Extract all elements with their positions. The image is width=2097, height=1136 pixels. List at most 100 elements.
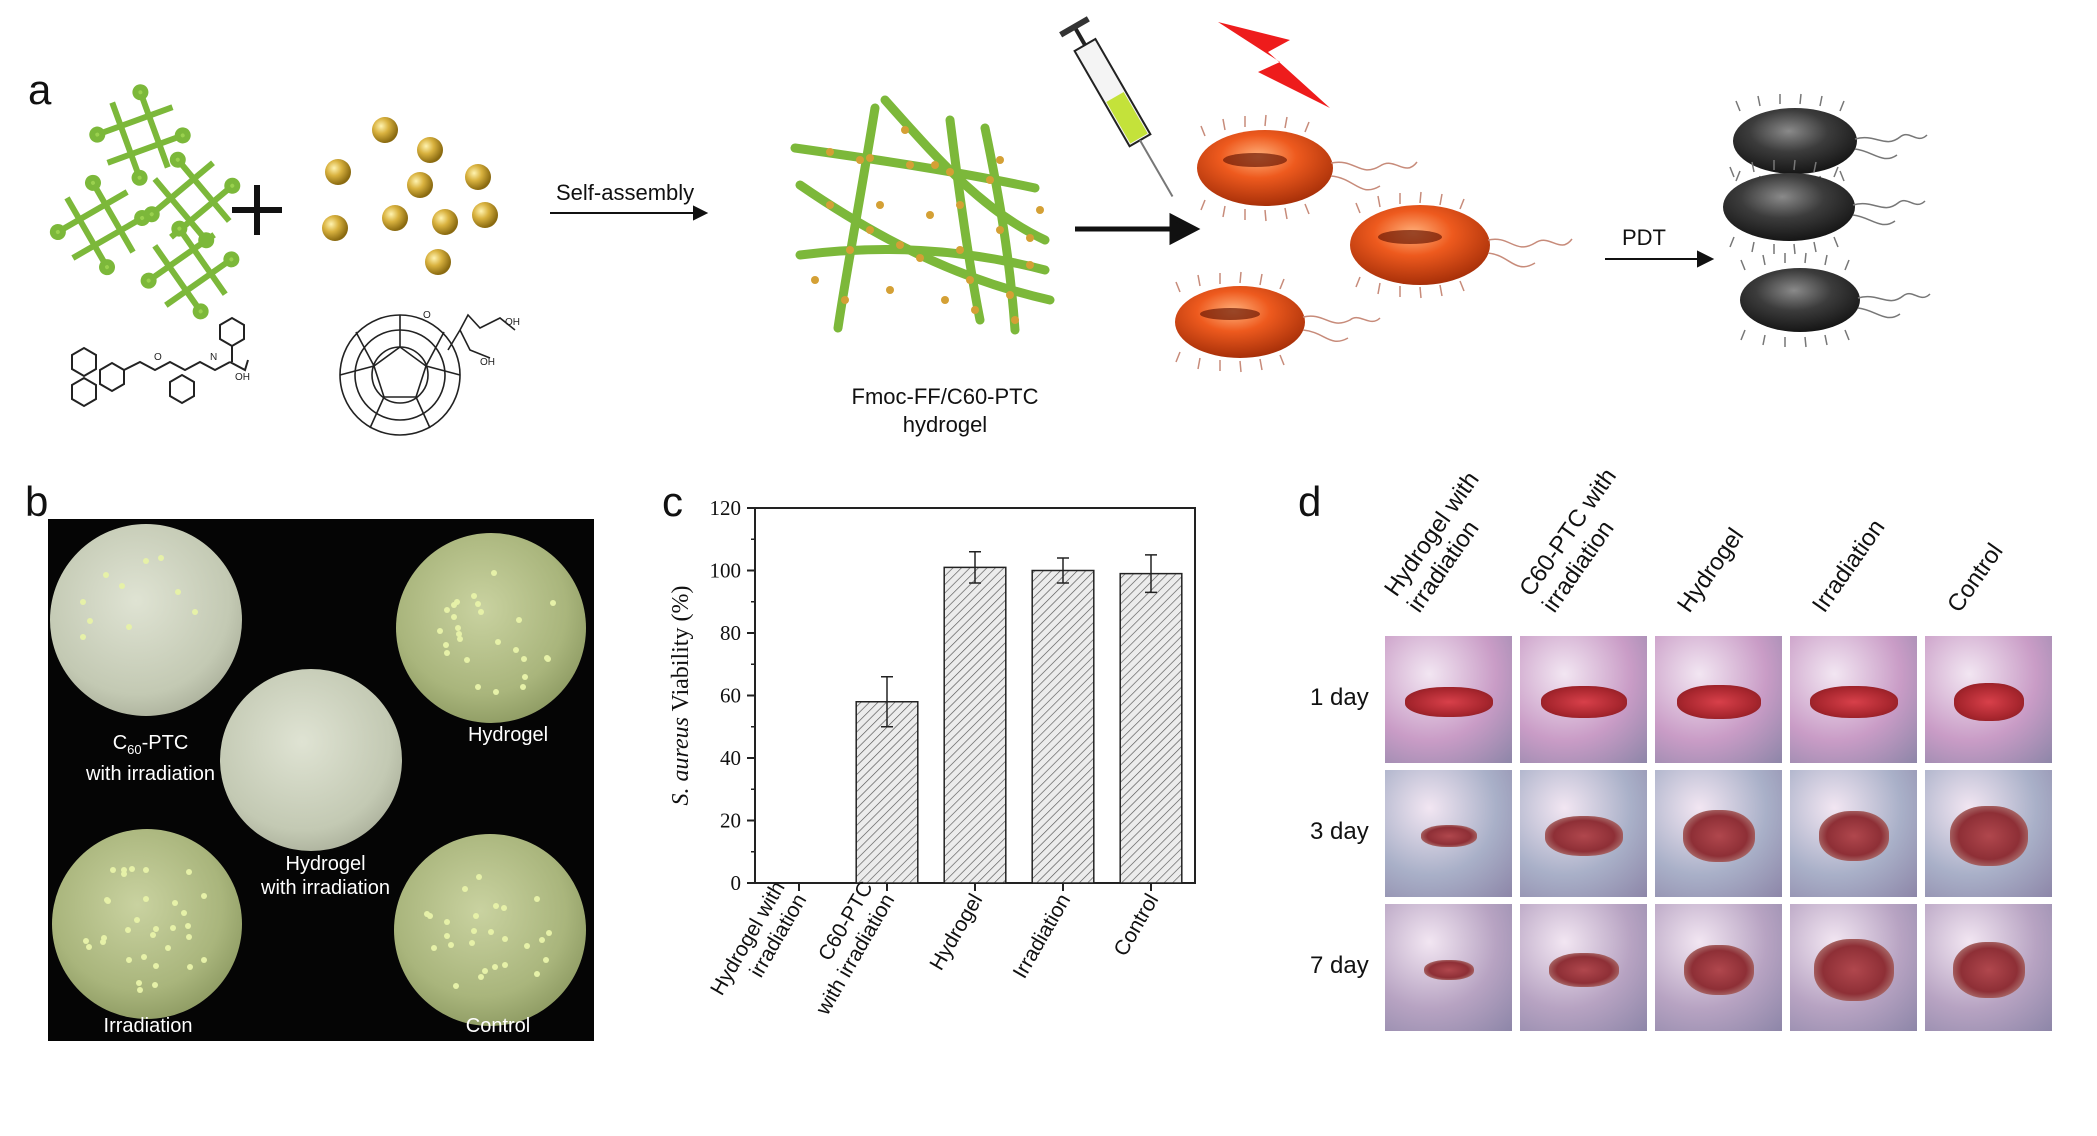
dish-label-control: Control	[448, 1014, 548, 1038]
svg-text:O: O	[154, 352, 162, 363]
colony-dot	[103, 572, 109, 578]
wound-photo	[1790, 636, 1917, 763]
wound-area	[1810, 686, 1898, 718]
dish-c60-ptc	[50, 524, 242, 716]
colony-dot	[104, 897, 110, 903]
wound-photo	[1385, 904, 1512, 1031]
wound-area	[1683, 810, 1755, 862]
dish-label-hydrogel: Hydrogel	[448, 723, 568, 747]
row-label: 1 day	[1310, 684, 1369, 712]
colony-dot	[476, 874, 482, 880]
y-tick-label: 60	[720, 684, 741, 708]
hydrogel-irradiation-line2: with irradiation	[243, 876, 408, 900]
syringe-icon	[1059, 16, 1186, 204]
wound-photo	[1925, 904, 2052, 1031]
colony-dot	[80, 634, 86, 640]
hydrogel-caption-line1: Fmoc-FF/C60-PTC	[825, 383, 1065, 411]
wound-photo	[1790, 904, 1917, 1031]
fmoc-ff-structure: OH O N	[72, 318, 250, 406]
wound-photo	[1385, 770, 1512, 897]
hydrogel-caption: Fmoc-FF/C60-PTC hydrogel	[825, 383, 1065, 439]
svg-text:OH: OH	[505, 317, 520, 328]
x-tick-label: Hydrogel withirradiation	[706, 878, 811, 1012]
column-label-line: Irradiation	[1807, 515, 1891, 618]
colony-dot	[444, 919, 450, 925]
colony-dot	[141, 954, 147, 960]
c60-ptc-sub: 60	[127, 742, 141, 757]
colony-dot	[493, 903, 499, 909]
column-label: Hydrogel	[1672, 523, 1750, 618]
colony-dot	[451, 614, 457, 620]
pdt-arrow	[1605, 252, 1712, 266]
wound-photo	[1925, 636, 2052, 763]
x-tick-label-line: Irradiation	[1009, 890, 1076, 982]
pdt-label: PDT	[1622, 225, 1666, 251]
fmoc-ff-molecules	[39, 77, 256, 332]
y-tick-label: 80	[720, 621, 741, 645]
colony-dot	[454, 599, 460, 605]
dish-label-hydrogel-irradiation: Hydrogel with irradiation	[243, 852, 408, 900]
colony-dot	[478, 974, 484, 980]
plus-icon	[232, 185, 282, 235]
wound-photo	[1520, 636, 1647, 763]
colony-dot	[143, 867, 149, 873]
wound-area	[1953, 942, 2025, 998]
colony-dot	[456, 631, 462, 637]
light-bolt-icon	[1218, 22, 1330, 108]
colony-dot	[192, 609, 198, 615]
row-label: 3 day	[1310, 818, 1369, 846]
wound-area	[1954, 683, 2024, 721]
colony-dot	[492, 964, 498, 970]
dead-bacteria	[1723, 94, 1930, 347]
wound-photo	[1655, 770, 1782, 897]
colony-dot	[153, 926, 159, 932]
colony-dot	[172, 900, 178, 906]
wound-area	[1950, 806, 2028, 866]
colony-dot	[80, 599, 86, 605]
x-tick-label: Hydrogel	[925, 890, 987, 974]
colony-dot	[444, 650, 450, 656]
wound-area	[1424, 960, 1474, 980]
y-axis-label: S. aureus Viability (%)	[668, 586, 694, 806]
wound-photo	[1385, 636, 1512, 763]
x-tick-label-line: Control	[1110, 890, 1164, 960]
dish-label-irradiation: Irradiation	[88, 1014, 208, 1038]
colony-dot	[101, 935, 107, 941]
colony-dot	[473, 913, 479, 919]
column-label: Hydrogel withirradiation	[1379, 467, 1508, 618]
colony-dot	[488, 929, 494, 935]
hydrogel-caption-line2: hydrogel	[825, 411, 1065, 439]
y-tick-label: 0	[731, 871, 742, 895]
colony-dot	[125, 927, 131, 933]
dish-label-c60-ptc: C60-PTC with irradiation	[58, 731, 243, 786]
live-bacteria	[1175, 115, 1572, 372]
colony-dot	[469, 940, 475, 946]
wound-photo	[1655, 904, 1782, 1031]
colony-dot	[201, 893, 207, 899]
wound-photo	[1790, 770, 1917, 897]
colony-dot	[153, 963, 159, 969]
y-tick-label: 40	[720, 746, 741, 770]
colony-dot	[444, 933, 450, 939]
svg-text:O: O	[423, 310, 431, 321]
colony-dot	[478, 609, 484, 615]
bar	[1032, 571, 1094, 884]
column-label-line: Control	[1942, 539, 2009, 618]
wound-area	[1814, 939, 1894, 1001]
colony-dot	[482, 968, 488, 974]
y-axis-label-rest: Viability (%)	[668, 586, 694, 717]
c60-ptc-c: C	[113, 732, 127, 754]
colony-dot	[185, 923, 191, 929]
wound-area	[1405, 687, 1493, 717]
colony-dot	[453, 983, 459, 989]
c60-ptc-spheres	[322, 117, 498, 275]
x-tick-label: Irradiation	[1009, 890, 1076, 982]
colony-dot	[534, 896, 540, 902]
row-label: 7 day	[1310, 952, 1369, 980]
column-label-line: Hydrogel	[1672, 523, 1750, 618]
wound-photo	[1655, 636, 1782, 763]
wound-area	[1541, 686, 1627, 718]
dish-irradiation	[52, 829, 242, 1019]
